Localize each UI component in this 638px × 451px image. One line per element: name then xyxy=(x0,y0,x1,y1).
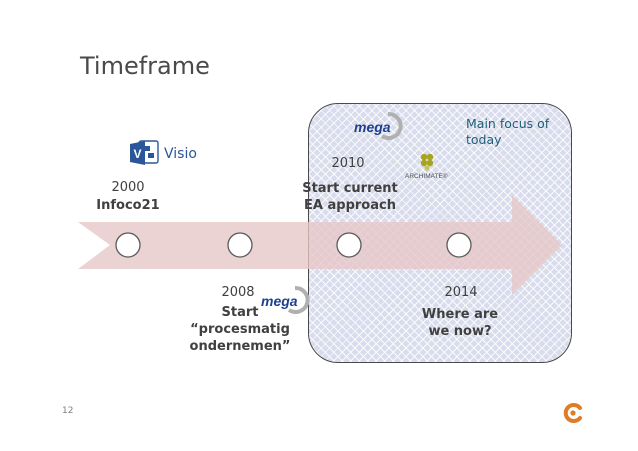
milestone-circle-2008 xyxy=(227,232,253,258)
page-number: 12 xyxy=(62,406,74,416)
milestone-year-2008: 2008 xyxy=(221,285,255,300)
milestone-circle-2014 xyxy=(446,232,472,258)
brand-logo-icon xyxy=(563,403,582,423)
archimate-logo-icon: ARCHIMATE® xyxy=(405,153,448,180)
svg-text:V: V xyxy=(134,147,142,161)
mega-logo-icon: mega xyxy=(354,112,403,140)
visio-logo-icon: V xyxy=(130,140,159,165)
milestone-year-2010: 2010 xyxy=(331,156,365,171)
visio-logo-text: Visio xyxy=(164,146,197,162)
slide-title: Timeframe xyxy=(80,52,210,80)
mega-logo-text-bottom: mega xyxy=(261,293,298,309)
milestone-label-2000: Infoco21 xyxy=(96,198,160,213)
milestone-label-2010: Start current EA approach xyxy=(302,181,398,213)
focus-label: Main focus of today xyxy=(466,116,550,147)
milestone-circle-2000 xyxy=(115,232,141,258)
timeline-arrow xyxy=(78,195,562,295)
milestone-year-2000: 2000 xyxy=(111,180,145,195)
archimate-logo-text: ARCHIMATE® xyxy=(405,172,448,180)
milestone-year-2014: 2014 xyxy=(444,285,478,300)
milestone-label-2014: Where are we now? xyxy=(421,307,499,339)
mega-logo-text-top: mega xyxy=(354,119,391,135)
milestone-label-2008: Start “procesmatig ondernemen” xyxy=(189,305,291,354)
milestone-circle-2010 xyxy=(336,232,362,258)
mega-logo-icon: mega xyxy=(261,286,310,314)
